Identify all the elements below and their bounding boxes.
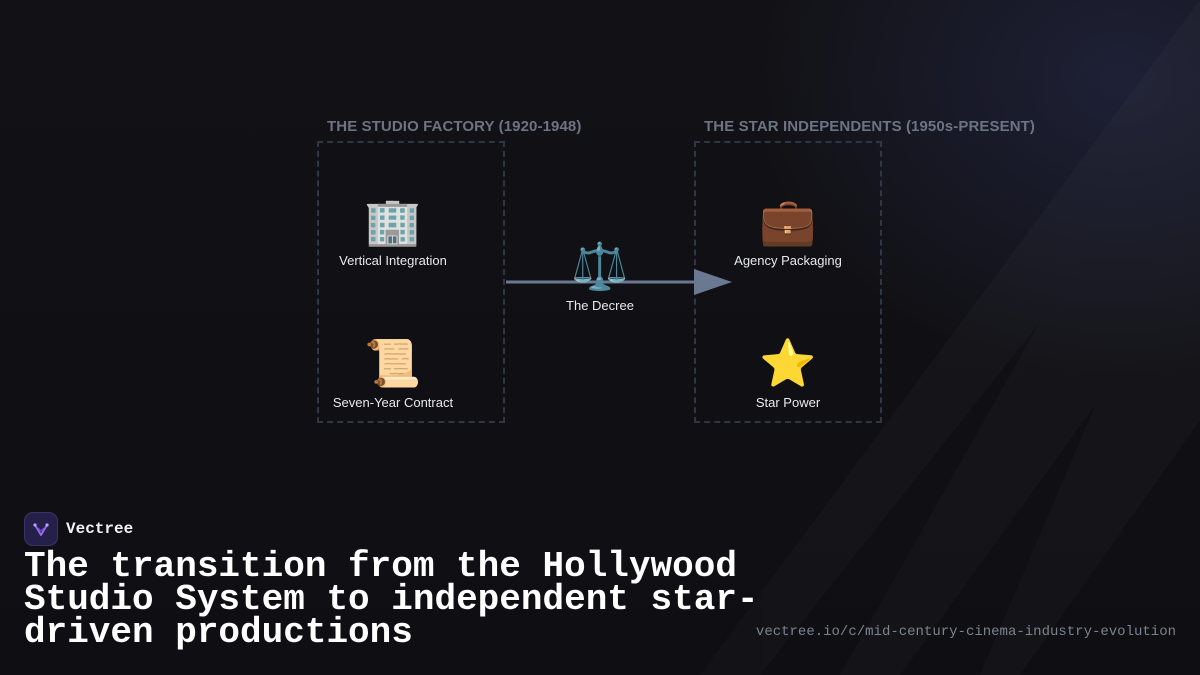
node-star-power: ⭐ Star Power — [703, 335, 873, 410]
node-label: Agency Packaging — [734, 253, 842, 268]
node-the-decree: ⚖️ The Decree — [515, 238, 685, 313]
star-independents-title: THE STAR INDEPENDENTS (1950s-PRESENT) — [704, 118, 1035, 135]
node-label: Vertical Integration — [339, 253, 447, 268]
node-seven-year-contract: 📜 Seven-Year Contract — [308, 335, 478, 410]
briefcase-icon: 💼 — [759, 195, 817, 247]
node-vertical-integration: 🏢 Vertical Integration — [308, 193, 478, 268]
brand-name: Vectree — [66, 520, 134, 538]
source-url[interactable]: vectree.io/c/mid-century-cinema-industry… — [755, 624, 1176, 640]
studio-factory-title: THE STUDIO FACTORY (1920-1948) — [327, 118, 582, 135]
office-building-icon: 🏢 — [364, 195, 422, 247]
vectree-logo-icon — [24, 512, 58, 546]
studio-factory-group — [317, 141, 505, 423]
node-label: Seven-Year Contract — [332, 395, 454, 410]
star-icon: ⭐ — [759, 337, 817, 389]
balance-scale-icon: ⚖️ — [571, 240, 629, 292]
page-headline: The transition from the Hollywood Studio… — [24, 546, 759, 653]
brand[interactable]: Vectree — [24, 512, 133, 546]
node-label: The Decree — [566, 298, 634, 313]
node-agency-packaging: 💼 Agency Packaging — [703, 193, 873, 268]
scroll-icon: 📜 — [364, 337, 422, 389]
node-label: Star Power — [755, 395, 821, 410]
